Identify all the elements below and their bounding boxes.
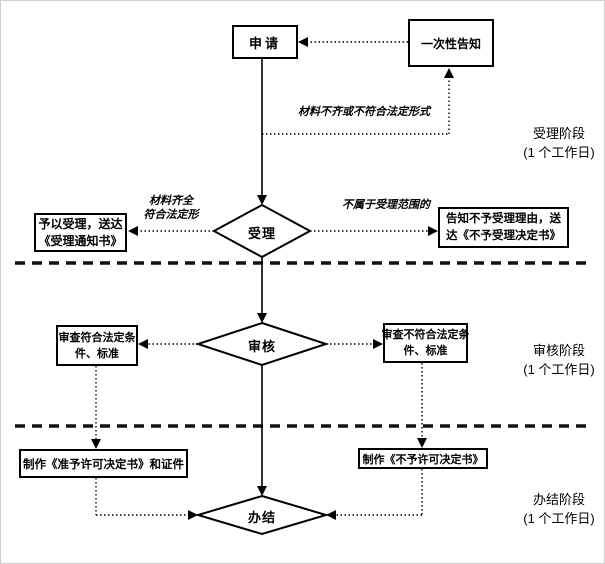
diamond-accept [211, 203, 313, 259]
node-accept-yes-line1: 予以受理，送达 [38, 216, 123, 231]
edge-permit-to-finish [95, 478, 198, 520]
node-review-fail-line1: 审查不符合法定条 [381, 329, 470, 341]
edge-review-to-pass [138, 339, 198, 349]
stage-1-name: 受理阶段 [532, 126, 585, 141]
edge-review-to-fail [326, 339, 383, 349]
node-make-permit-label: 制作《准予许可决定书》和证件 [23, 458, 184, 471]
node-accept-yes-line2: 《受理通知书》 [38, 233, 123, 248]
node-apply-label: 申请 [248, 35, 281, 51]
edge-label-materials-complete: 材料齐全 符合法定形 [139, 194, 203, 222]
edge-label-out-of-scope: 不属于受理范围的 [342, 199, 430, 211]
edge-fail-to-denial [417, 363, 427, 448]
stage-label-accept-phase: 受理阶段 (1 个工作日) [515, 124, 603, 162]
edge-apply-to-accept [257, 59, 267, 205]
node-review-pass-line2: 件、标准 [75, 347, 119, 360]
diamond-accept-label: 受理 [247, 226, 276, 241]
node-review-pass: 审查符合法定条 件、标准 [56, 325, 138, 366]
diamond-finish-label: 办结 [247, 510, 276, 525]
stage-label-finish-phase: 办结阶段 (1 个工作日) [515, 490, 603, 528]
node-one-time-notice-label: 一次性告知 [420, 36, 481, 51]
edge-accept-to-review [257, 257, 267, 323]
edge-pass-to-permit [91, 366, 101, 449]
edge-denial-to-finish [326, 469, 423, 520]
node-review-pass-line1: 审查符合法定条 [58, 331, 136, 344]
stage-2-name: 审核阶段 [532, 343, 585, 358]
stage-1-duration: (1 个工作日) [523, 145, 595, 160]
node-accept-no-line1: 告知不予受理理由，送 [446, 212, 561, 225]
node-accept-no: 告知不予受理理由，送 达《不予受理决定书》 [438, 207, 569, 248]
node-accept-no-line2: 达《不予受理决定书》 [446, 229, 561, 242]
edge-label-materials-incomplete: 材料不齐或不符合法定形式 [298, 106, 430, 118]
stage-3-name: 办结阶段 [532, 492, 585, 507]
diamond-review-label: 审核 [247, 339, 276, 354]
edge-review-to-finish [257, 365, 267, 496]
node-accept-yes: 予以受理，送达 《受理通知书》 [34, 213, 127, 252]
stage-3-duration: (1 个工作日) [523, 511, 595, 526]
node-make-permit: 制作《准予许可决定书》和证件 [19, 449, 188, 478]
edge-label-materials-complete-line1: 材料齐全 [149, 195, 193, 207]
node-review-fail: 审查不符合法定条 件、标准 [381, 323, 470, 363]
edge-incomplete-to-notice [262, 68, 454, 135]
edge-notice-to-apply [298, 37, 408, 47]
edge-accept-to-acceptyes [128, 226, 214, 236]
node-make-denial: 制作《不予许可决定书》 [358, 448, 488, 469]
edge-accept-to-acceptno [310, 226, 438, 236]
diamond-review [194, 321, 330, 367]
diamond-finish [194, 494, 330, 536]
node-make-denial-label: 制作《不予许可决定书》 [362, 453, 484, 466]
edge-label-materials-complete-line2: 符合法定形 [143, 209, 199, 221]
node-apply: 申请 [232, 25, 298, 59]
stage-label-review-phase: 审核阶段 (1 个工作日) [515, 341, 603, 379]
node-review-fail-line2: 件、标准 [403, 345, 448, 357]
stage-2-duration: (1 个工作日) [523, 362, 595, 377]
node-one-time-notice: 一次性告知 [408, 19, 494, 67]
